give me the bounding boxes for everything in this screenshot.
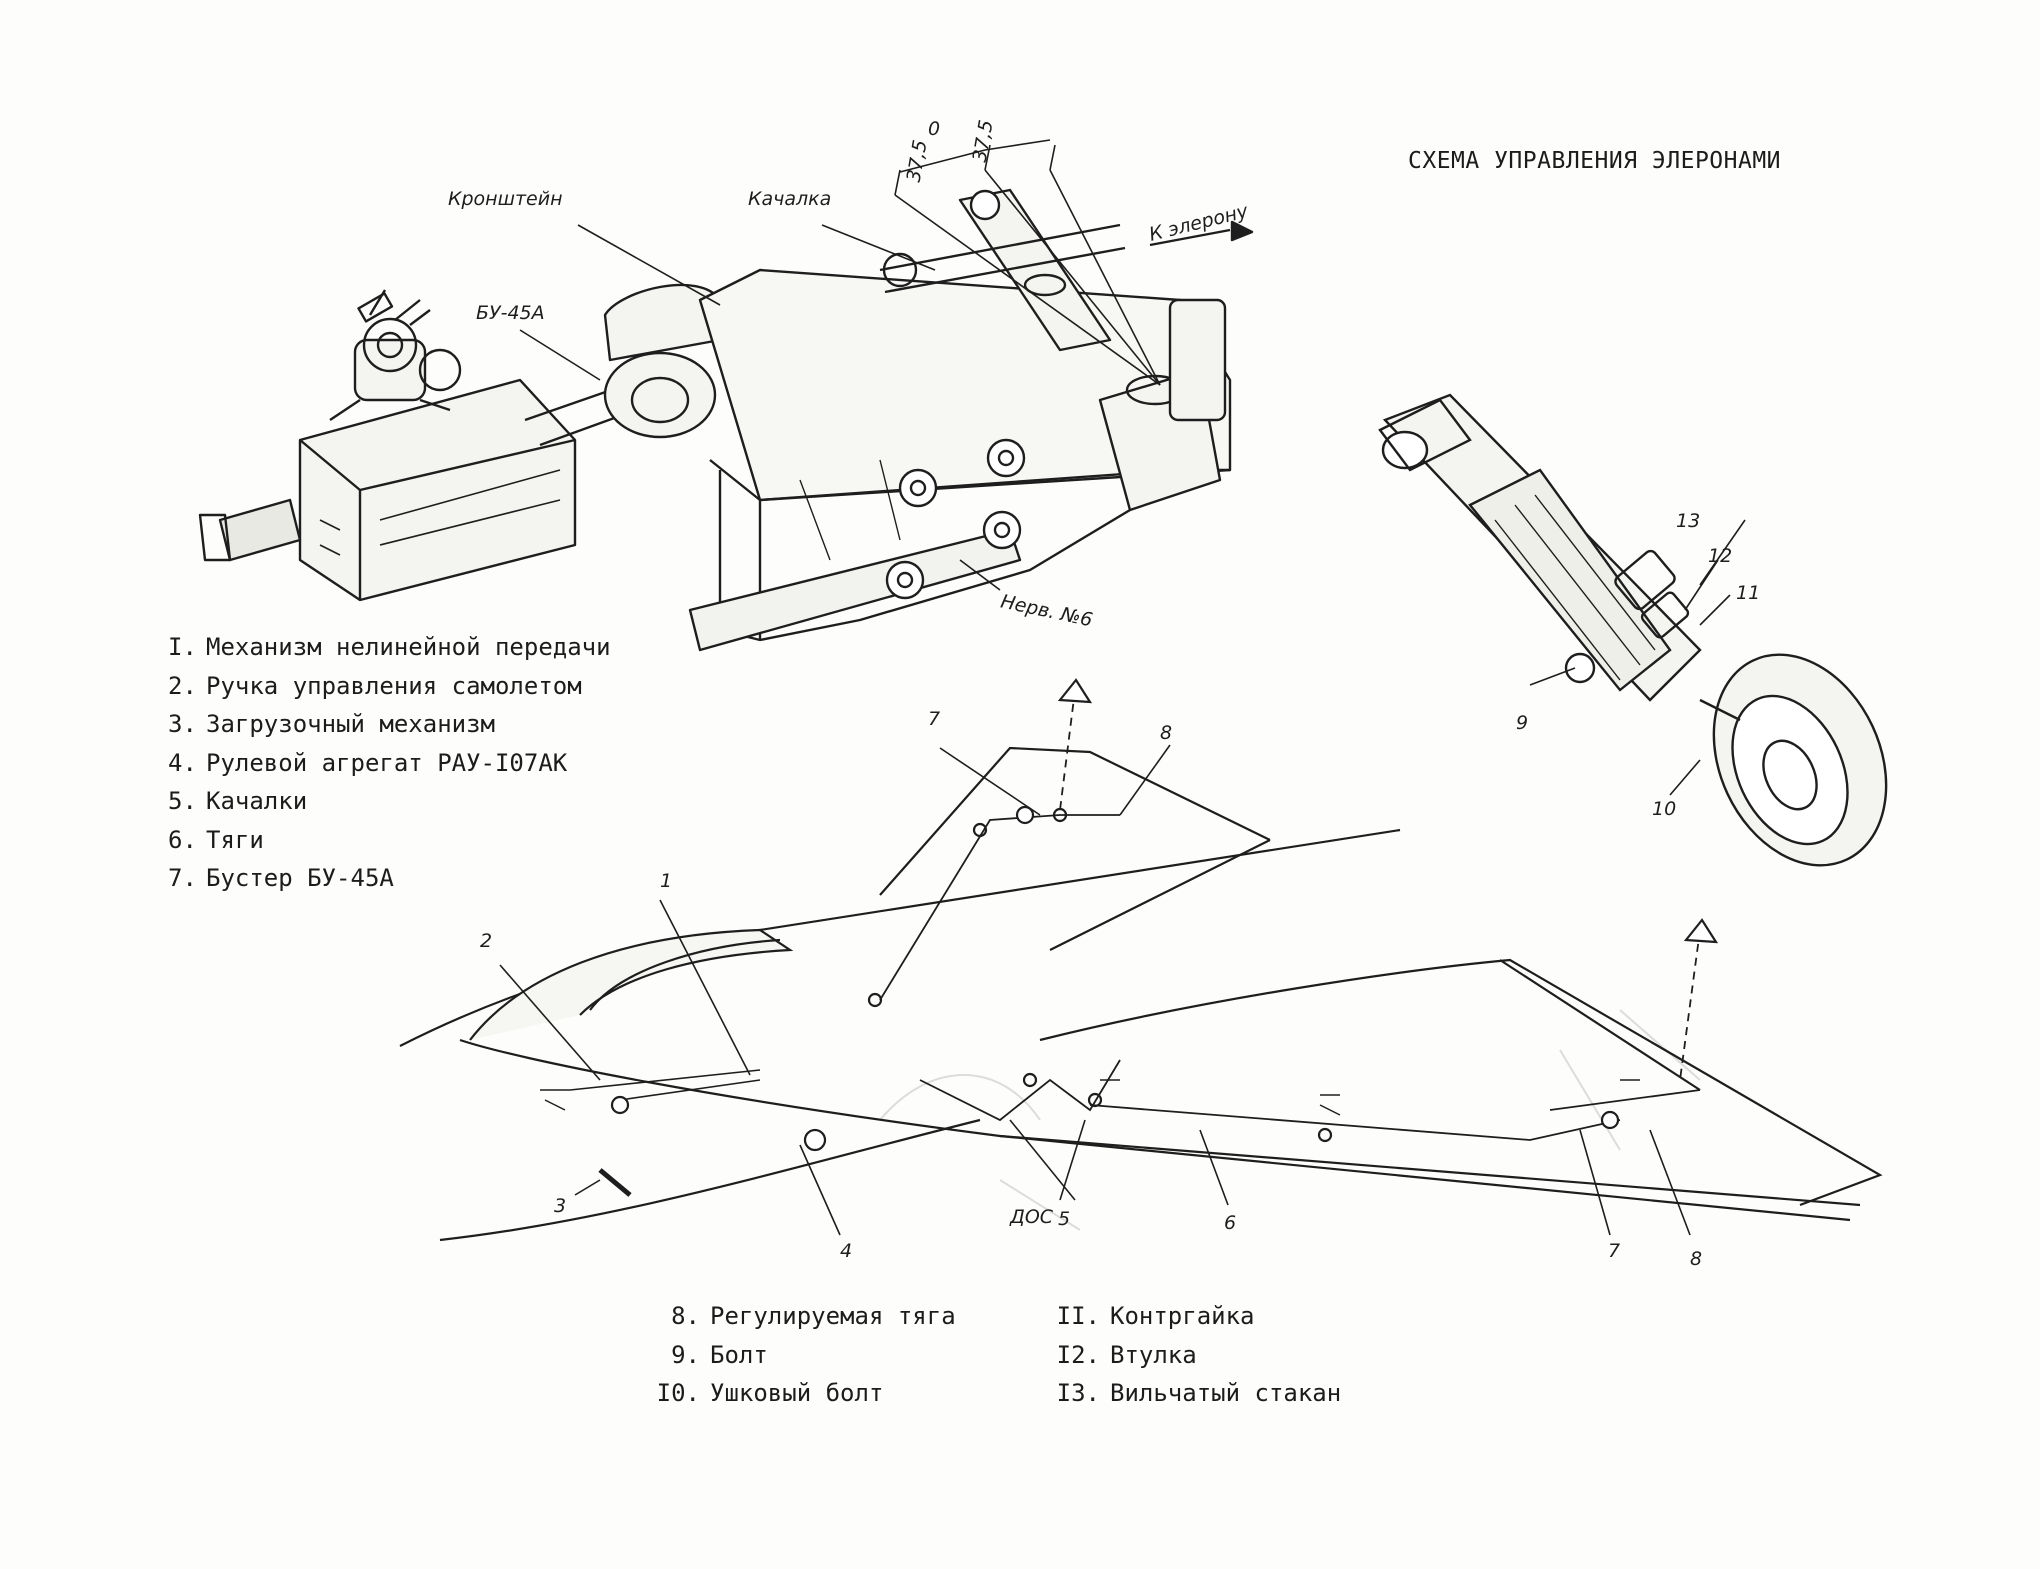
legend-item-text: Ручка управления самолетом (206, 671, 582, 700)
label-kronshtein: Кронштейн (448, 188, 563, 210)
callout-6: 6 (1224, 1212, 1237, 1234)
callout-8-upper: 8 (1160, 722, 1173, 744)
legend-item: 8. Регулируемая тяга (640, 1297, 956, 1336)
dimension-zero: 0 (928, 118, 941, 140)
legend-item-number: I3. (1056, 1379, 1100, 1407)
legend-item-number: 8. (671, 1302, 700, 1330)
legend-item: 7. Бустер БУ-45А (168, 859, 611, 898)
legend-item-text: Рулевой агрегат РАУ-I07АК (206, 748, 568, 777)
legend-item-text: Качалки (206, 787, 308, 815)
faint-background-sketch (879, 1009, 1701, 1231)
legend-item-number: 7. (168, 864, 197, 892)
aircraft-outline (399, 678, 1883, 1242)
callout-dos: ДОС (1010, 1206, 1054, 1228)
callout-12: 12 (1708, 545, 1733, 567)
callout-1: 1 (660, 870, 673, 892)
callout-13: 13 (1676, 510, 1701, 532)
callout-2: 2 (480, 930, 493, 952)
callout-9: 9 (1516, 712, 1529, 734)
legend-item-text: Регулируемая тяга (710, 1302, 956, 1330)
legend-item-text: Вильчатый стакан (1110, 1379, 1342, 1407)
legend-item: 2. Ручка управления самолетом (168, 667, 611, 706)
legend-item-number: 2. (168, 671, 197, 700)
legend-item-text: Втулка (1110, 1340, 1197, 1369)
legend-item: I2. Втулка (1040, 1336, 1341, 1375)
legend-items-8-10: 8. Регулируемая тяга 9. Болт I0. Ушковый бо… (640, 1297, 956, 1413)
legend-item: 9. Болт (640, 1336, 956, 1375)
legend-item-text: Тяги (206, 825, 264, 854)
legend-item-number: I2. (1056, 1340, 1100, 1369)
callout-3: 3 (554, 1195, 567, 1217)
legend-item-number: 9. (671, 1340, 700, 1369)
adjustable-rod-detail (1378, 393, 1888, 867)
legend-item-text: Механизм нелинейной передачи (206, 633, 611, 661)
legend-item: I3. Вильчатый стакан (1040, 1374, 1342, 1413)
label-kachalka: Качалка (748, 188, 832, 210)
legend-item-text: Болт (710, 1340, 768, 1369)
legend-items-1-7: I. Механизм нелинейной передачи 2. Ручка у… (168, 628, 611, 898)
booster-assembly-drawing (198, 188, 1254, 652)
legend-item-number: 3. (168, 710, 197, 738)
legend-item-number: I0. (656, 1379, 700, 1407)
legend-item: 5. Качалки (168, 782, 611, 821)
legend-item-number: 5. (168, 787, 197, 815)
legend-item-number: 4. (168, 748, 197, 777)
leader-lines (499, 224, 1746, 1236)
legend-item-text: Ушковый болт (710, 1379, 884, 1407)
callout-10: 10 (1652, 798, 1677, 820)
callout-5: 5 (1058, 1208, 1071, 1230)
callout-11: 11 (1736, 582, 1761, 604)
legend-item-number: II. (1056, 1302, 1100, 1330)
legend-item-number: 6. (168, 825, 197, 854)
legend-item-number: I. (168, 633, 197, 661)
diagram-title: СХЕМА УПРАВЛЕНИЯ ЭЛЕРОНАМИ (1408, 148, 1782, 174)
legend-items-11-13: II. Контргайка I2. Втулка I3. Вильчатый ста… (1040, 1297, 1342, 1413)
legend-item-text: Контргайка (1110, 1302, 1255, 1330)
callout-8-lower: 8 (1690, 1248, 1703, 1270)
legend-item: I. Механизм нелинейной передачи (168, 628, 611, 667)
legend-item: 4. Рулевой агрегат РАУ-I07АК (168, 744, 611, 783)
callout-4: 4 (840, 1240, 853, 1262)
legend-item: 3. Загрузочный механизм (168, 705, 611, 744)
legend-item-text: Загрузочный механизм (206, 710, 495, 738)
legend-item: I0. Ушковый болт (640, 1374, 956, 1413)
callout-7-upper: 7 (928, 708, 941, 730)
callout-7-lower: 7 (1608, 1240, 1621, 1262)
legend-item-text: Бустер БУ-45А (206, 864, 394, 892)
dimension-lines (894, 139, 1161, 386)
legend-item: 6. Тяги (168, 821, 611, 860)
legend-item: II. Контргайка (1040, 1297, 1341, 1336)
label-bu45a: БУ-45А (476, 302, 545, 324)
